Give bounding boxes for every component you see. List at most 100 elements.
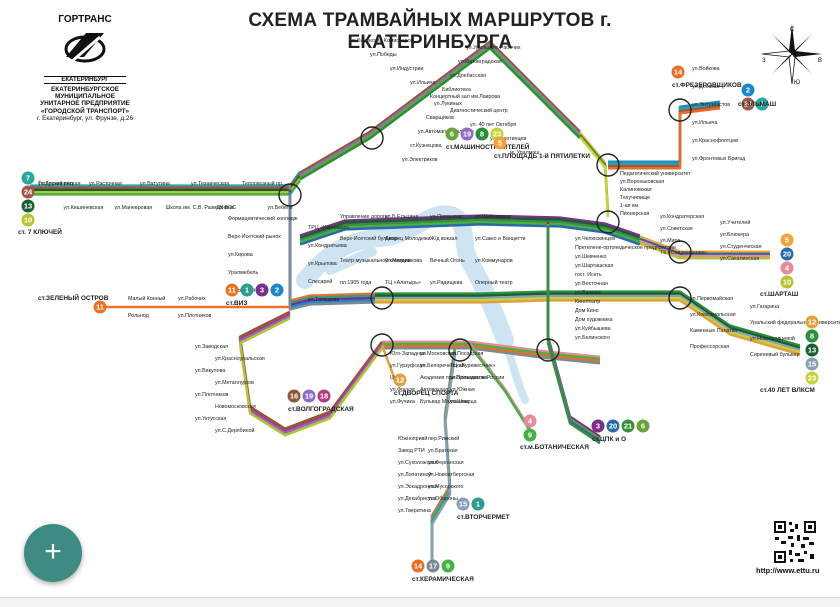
route-line-4-center-south bbox=[382, 340, 601, 358]
route-badge-1-2[interactable] bbox=[240, 283, 254, 297]
route-badge-14-14[interactable] bbox=[411, 559, 425, 573]
stop-label-center-5: ул.Крылова bbox=[308, 261, 337, 267]
stop-label-north-3: ул.Кировградская bbox=[458, 59, 502, 65]
route-badge-number: 13 bbox=[808, 346, 816, 355]
route-badge-number: 8 bbox=[810, 332, 814, 341]
route-badge-2-8[interactable] bbox=[741, 83, 755, 97]
route-badge-21-11[interactable] bbox=[621, 419, 635, 433]
stop-label-center-27: Претелене-ортопедическое предприятие bbox=[575, 245, 676, 251]
stop-label-west-5: Школа им. С.В. Размахнина bbox=[166, 205, 235, 211]
terminal-label-5: ст.МАШИНОСТРОИТЕЛЕЙ bbox=[446, 142, 530, 151]
stop-label-west-7: ДК ВОС bbox=[217, 205, 237, 211]
stop-label-south-10: ул.Посадская bbox=[450, 351, 484, 357]
route-badge-20-11[interactable] bbox=[606, 419, 620, 433]
route-line-20-sharta-branch bbox=[639, 237, 770, 256]
route-badge-13-0[interactable] bbox=[21, 199, 35, 213]
stop-label-south-21: Бульвар Малышева bbox=[420, 399, 469, 405]
route-badge-20-9[interactable] bbox=[780, 247, 794, 261]
terminal-label-7: ст.ФРЕЗЕРОВЩИКОВ bbox=[672, 82, 742, 89]
stop-label-northeast-8: Калиновская bbox=[620, 187, 652, 193]
route-badge-12-10[interactable] bbox=[805, 315, 819, 329]
route-badge-19-5[interactable] bbox=[460, 127, 474, 141]
transfer-hub-9[interactable] bbox=[448, 338, 472, 362]
route-badge-5-9[interactable] bbox=[780, 233, 794, 247]
stop-label-west-0: ул.Дружининская bbox=[38, 181, 81, 187]
route-badge-number: 13 bbox=[24, 202, 32, 211]
route-line-17-viz-corridor bbox=[288, 194, 376, 311]
route-badge-11-2[interactable] bbox=[225, 283, 239, 297]
route-badge-18-3[interactable] bbox=[317, 389, 331, 403]
stop-label-south-4: ул.Плотников bbox=[195, 392, 229, 398]
compass-north: С bbox=[790, 27, 795, 33]
stop-label-south-12: ул.Белореченская bbox=[420, 363, 465, 369]
route-badge-2-2[interactable] bbox=[270, 283, 284, 297]
route-badge-number: 3 bbox=[596, 422, 600, 431]
route-badge-10-9[interactable] bbox=[780, 275, 794, 289]
route-badge-6-11[interactable] bbox=[636, 419, 650, 433]
stop-label-east-10: ул.Комсомольская bbox=[690, 312, 736, 318]
transfer-hub-10[interactable] bbox=[536, 338, 560, 362]
transfer-hub-6[interactable] bbox=[668, 286, 692, 310]
route-badge-16-3[interactable] bbox=[287, 389, 301, 403]
route-badge-8-5[interactable] bbox=[475, 127, 489, 141]
stop-label-center-30: гост. Исеть bbox=[575, 272, 602, 278]
route-badge-7-0[interactable] bbox=[21, 171, 35, 185]
transfer-hub-0[interactable] bbox=[278, 183, 302, 207]
stop-label-center-31: ул.Восточная bbox=[575, 281, 608, 287]
transfer-hub-7[interactable] bbox=[370, 286, 394, 310]
stop-label-east-14: Профессорская bbox=[690, 344, 729, 350]
route-badge-15-13[interactable] bbox=[456, 497, 470, 511]
stop-label-south-9: ул.Московская bbox=[420, 351, 456, 357]
qr-code-icon[interactable] bbox=[773, 520, 817, 564]
route-badge-12-4[interactable] bbox=[393, 373, 407, 387]
route-badge-13-10[interactable] bbox=[805, 343, 819, 357]
website-link[interactable]: http://www.ettu.ru bbox=[756, 566, 820, 575]
transfer-hub-4[interactable] bbox=[596, 210, 620, 234]
stop-label-northeast-7: ул.Вороньковская bbox=[620, 179, 664, 185]
stop-label-northeast-10: 1-ая км bbox=[620, 203, 638, 209]
terminal-label-2: ст.ВИЗ bbox=[226, 300, 247, 307]
route-badge-15-10[interactable] bbox=[805, 357, 819, 371]
stop-label-north-0: ул.Бакинских Комиссаров bbox=[350, 38, 414, 44]
route-line-18-south-west-loop bbox=[238, 312, 384, 433]
compass-west: З bbox=[762, 58, 766, 64]
route-badge-4-9[interactable] bbox=[780, 261, 794, 275]
stop-label-center-37: ул.Белинского bbox=[575, 335, 610, 341]
route-badge-number: 6 bbox=[450, 130, 454, 139]
route-badge-19-3[interactable] bbox=[302, 389, 316, 403]
transfer-hub-1[interactable] bbox=[360, 126, 384, 150]
stop-label-northeast-0: ул.Войкова bbox=[692, 65, 720, 72]
route-badge-4-12[interactable] bbox=[523, 414, 537, 428]
route-badge-1-13[interactable] bbox=[471, 497, 485, 511]
route-badge-10-0[interactable] bbox=[21, 213, 35, 227]
add-fab-button[interactable]: + bbox=[24, 524, 82, 582]
route-badge-5-6[interactable] bbox=[493, 136, 507, 150]
logo-address: г. Екатеринбург, ул. Фрунзе, д.26 bbox=[36, 114, 134, 122]
stop-label-center-13: ул.Шейнкмана bbox=[475, 213, 511, 220]
stop-label-south-19: ул.Южная bbox=[450, 387, 475, 393]
route-badge-9-14[interactable] bbox=[441, 559, 455, 573]
route-badge-14-7[interactable] bbox=[671, 65, 685, 79]
transfer-hub-3[interactable] bbox=[668, 98, 692, 122]
route-badge-3-2[interactable] bbox=[255, 283, 269, 297]
transfer-hub-5[interactable] bbox=[668, 240, 692, 264]
route-badge-9-12[interactable] bbox=[523, 428, 537, 442]
route-line-14-center-south bbox=[382, 344, 601, 363]
route-badge-24-8[interactable] bbox=[741, 97, 755, 111]
route-badge-number: 18 bbox=[320, 392, 328, 401]
route-badge-23-10[interactable] bbox=[805, 371, 819, 385]
route-badge-17-14[interactable] bbox=[426, 559, 440, 573]
route-badge-6-5[interactable] bbox=[445, 127, 459, 141]
stop-label-center-33: Кинотеатр bbox=[575, 299, 600, 305]
stop-label-center-0: Формацевтический колледж bbox=[228, 215, 298, 222]
route-badge-3-11[interactable] bbox=[591, 419, 605, 433]
stop-label-east-12: Каменные Палатки bbox=[690, 328, 737, 334]
transfer-hub-2[interactable] bbox=[596, 153, 620, 177]
route-badge-24-0[interactable] bbox=[21, 185, 35, 199]
transfer-hub-8[interactable] bbox=[370, 333, 394, 357]
route-badge-11-1[interactable] bbox=[93, 300, 107, 314]
stop-label-south-8: Юго-Западная bbox=[390, 351, 426, 357]
route-badge-7-8[interactable] bbox=[755, 97, 769, 111]
route-line-21-central-ring-top bbox=[299, 218, 641, 242]
route-badge-8-10[interactable] bbox=[805, 329, 819, 343]
